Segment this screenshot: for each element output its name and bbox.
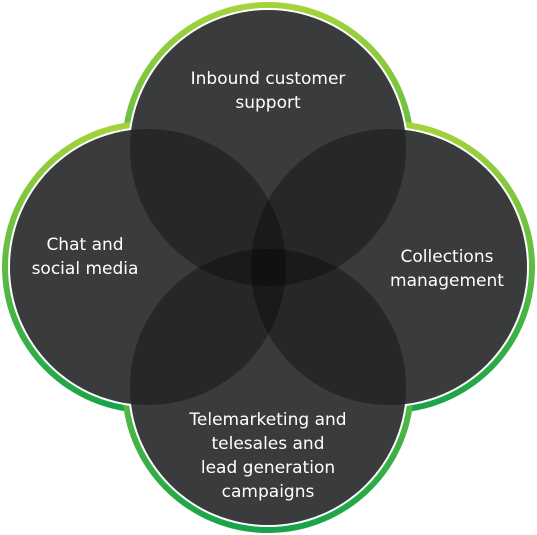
- overlay-right: [251, 129, 527, 405]
- label-collections-management: Collections management: [390, 247, 504, 291]
- grey-circles: [10, 10, 527, 525]
- label-chat-and-social-media: Chat and social media: [31, 235, 139, 279]
- label-inbound-customer-support: Inbound customer support: [190, 69, 346, 113]
- overlay-top: [130, 10, 406, 286]
- label-telemarketing-campaigns: Telemarketing and telesales and lead gen…: [189, 410, 347, 502]
- overlap-shading: [10, 10, 527, 525]
- circle-bottom: [130, 249, 406, 525]
- overlay-left: [10, 129, 286, 405]
- overlay-bottom: [130, 249, 406, 525]
